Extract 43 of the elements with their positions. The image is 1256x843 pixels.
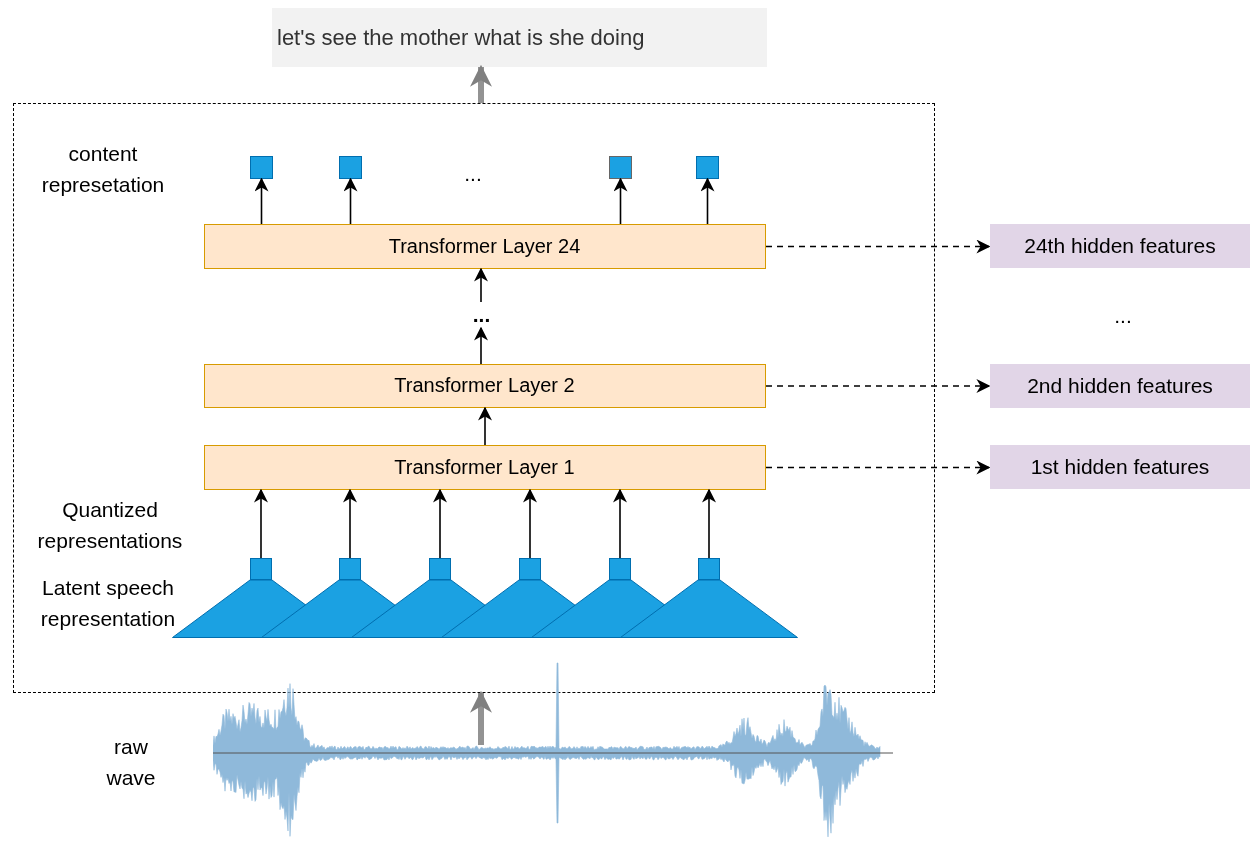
ellipsis-text: ... [463,161,483,187]
feature-square [249,155,273,179]
arrow [702,488,716,559]
feature-square [428,557,451,580]
arrow [254,488,268,559]
arrow [470,690,492,745]
ellipsis-text: ... [1113,303,1133,329]
arrow [523,488,537,559]
transformer-layer-box: Transformer Layer 24 [203,223,766,269]
feature-square [608,557,631,580]
arrow [254,177,269,225]
ellipsis-text: ... [463,301,500,328]
annotation-text: Quantized representations [36,497,184,554]
feature-square [518,557,541,580]
arrow [474,326,488,365]
annotation-text: Latent speech representation [39,575,177,632]
arrow [478,406,492,446]
transcript-box: let's see the mother what is she doing [272,8,767,67]
feature-square [697,557,720,580]
feature-output-box: 24th hidden features [990,224,1250,268]
arrow [343,177,358,225]
dashed-arrow [765,460,991,475]
arrow [613,488,627,559]
feature-square [249,557,272,580]
feature-square [608,155,632,179]
feature-square [338,155,362,179]
feature-square [695,155,719,179]
transformer-layer-box: Transformer Layer 1 [203,444,766,490]
arrow [474,267,488,303]
dashed-container [13,103,935,693]
arrow [433,488,447,559]
annotation-text: content represetation [40,141,166,198]
arrow [700,177,715,225]
annotation-text: raw wave [105,734,157,791]
arrow [613,177,628,225]
dashed-arrow [765,239,991,254]
transformer-layer-box: Transformer Layer 2 [203,363,766,408]
feature-square [338,557,361,580]
arrow [470,64,492,103]
dashed-arrow [765,379,991,393]
feature-output-box: 1st hidden features [990,445,1250,489]
arrow [343,488,357,559]
feature-output-box: 2nd hidden features [990,364,1250,408]
